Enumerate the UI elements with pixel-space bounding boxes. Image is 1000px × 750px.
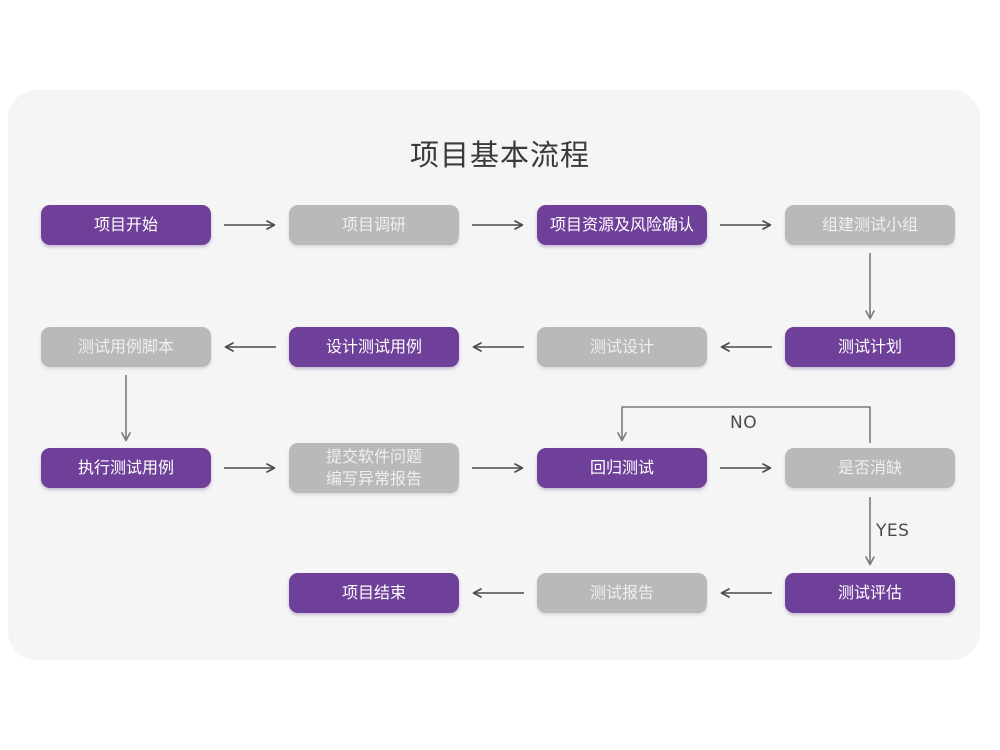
node-label: 测试报告 [589,583,654,603]
node-project-start[interactable]: 项目开始 [41,205,211,245]
node-test-case-script[interactable]: 测试用例脚本 [41,327,211,367]
node-defect-cleared-decision[interactable]: 是否消缺 [785,448,955,488]
edge-label-yes: YES [876,521,910,541]
node-label: 提交软件问题 编写异常报告 [325,447,422,488]
node-test-design[interactable]: 测试设计 [537,327,707,367]
node-build-test-team[interactable]: 组建测试小组 [785,205,955,245]
node-label: 测试用例脚本 [77,337,174,357]
node-test-report[interactable]: 测试报告 [537,573,707,613]
node-label: 设计测试用例 [325,337,422,357]
node-label: 项目结束 [341,583,406,603]
node-label: 测试评估 [837,583,902,603]
node-submit-issue-report[interactable]: 提交软件问题 编写异常报告 [289,443,459,493]
node-label: 测试设计 [589,337,654,357]
node-test-plan[interactable]: 测试计划 [785,327,955,367]
node-resource-risk-confirm[interactable]: 项目资源及风险确认 [537,205,707,245]
node-regression-test[interactable]: 回归测试 [537,448,707,488]
node-test-evaluation[interactable]: 测试评估 [785,573,955,613]
node-label: 是否消缺 [837,458,902,478]
node-project-research[interactable]: 项目调研 [289,205,459,245]
node-label: 项目开始 [93,215,158,235]
node-project-end[interactable]: 项目结束 [289,573,459,613]
diagram-card [8,90,980,660]
node-label: 项目资源及风险确认 [549,215,694,235]
node-execute-test-case[interactable]: 执行测试用例 [41,448,211,488]
page-title: 项目基本流程 [409,138,590,172]
node-label: 执行测试用例 [77,458,174,478]
edge-label-no: NO [730,413,758,433]
node-label: 测试计划 [837,337,902,357]
node-label: 回归测试 [589,458,654,478]
node-label: 项目调研 [341,215,406,235]
node-design-test-case[interactable]: 设计测试用例 [289,327,459,367]
node-label: 组建测试小组 [821,215,918,235]
